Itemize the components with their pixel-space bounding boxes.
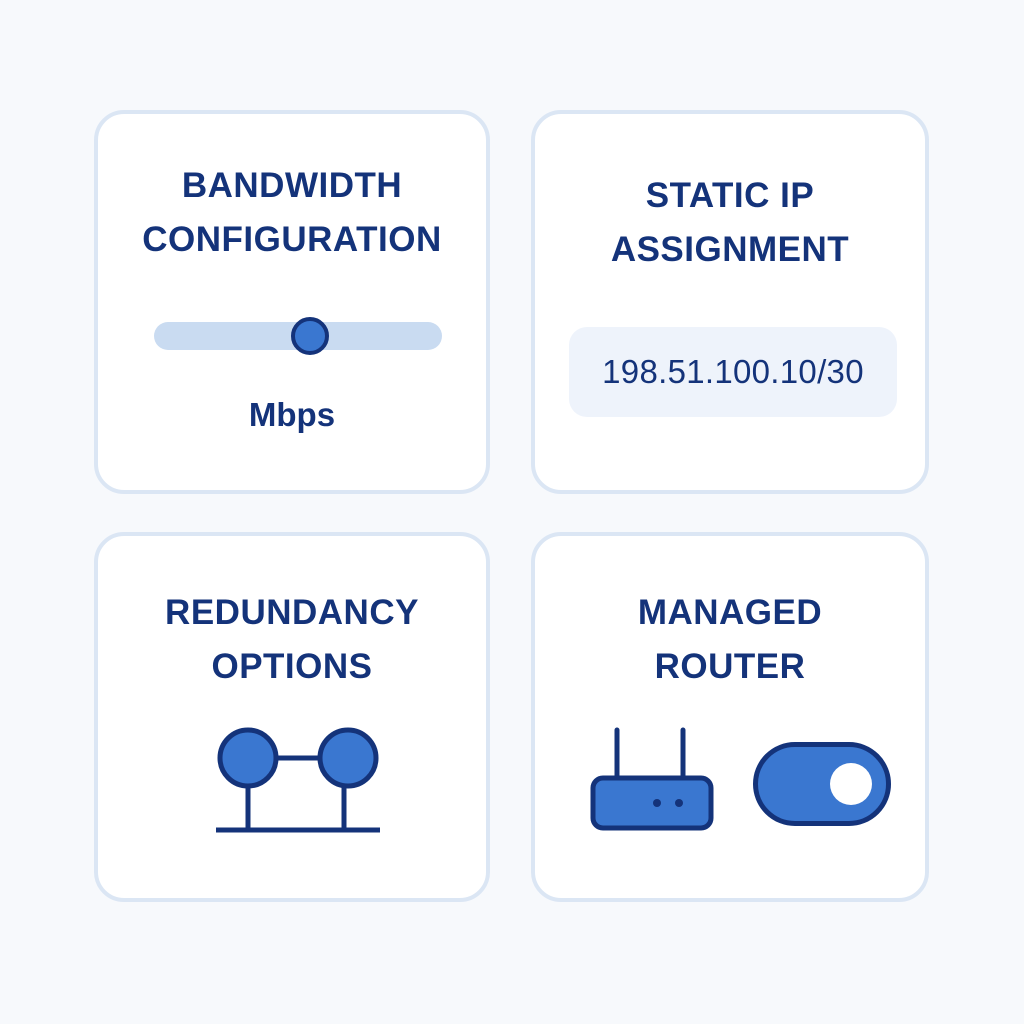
static-ip-field[interactable]: 198.51.100.10/30 [569,327,897,417]
static-ip-card-title: STATIC IP ASSIGNMENT [535,169,925,277]
static-ip-card: STATIC IP ASSIGNMENT 198.51.100.10/30 [531,110,929,494]
managed-router-card-title: MANAGED ROUTER [535,586,925,694]
redundancy-card-title: REDUNDANCY OPTIONS [98,586,486,694]
toggle-knob [830,763,872,805]
managed-router-title-line1: MANAGED [637,593,823,632]
redundancy-title-line2: OPTIONS [211,647,373,686]
bandwidth-card: BANDWIDTH CONFIGURATION Mbps [94,110,490,494]
managed-router-toggle[interactable] [753,742,891,826]
managed-router-card: MANAGED ROUTER [531,532,929,902]
redundancy-icon [216,727,380,833]
router-icon [590,727,714,831]
bandwidth-slider-thumb[interactable] [290,317,329,355]
bandwidth-unit-label: Mbps [248,396,336,433]
bandwidth-title-line2: CONFIGURATION [142,220,442,259]
bandwidth-slider[interactable] [154,317,442,355]
redundancy-title-line1: REDUNDANCY [165,593,419,632]
bandwidth-card-title: BANDWIDTH CONFIGURATION [98,159,486,267]
static-ip-title-line1: STATIC IP [645,176,815,215]
managed-router-title-line2: ROUTER [654,647,806,686]
static-ip-title-line2: ASSIGNMENT [610,230,850,269]
redundancy-card: REDUNDANCY OPTIONS [94,532,490,902]
bandwidth-title-line1: BANDWIDTH [181,166,403,205]
